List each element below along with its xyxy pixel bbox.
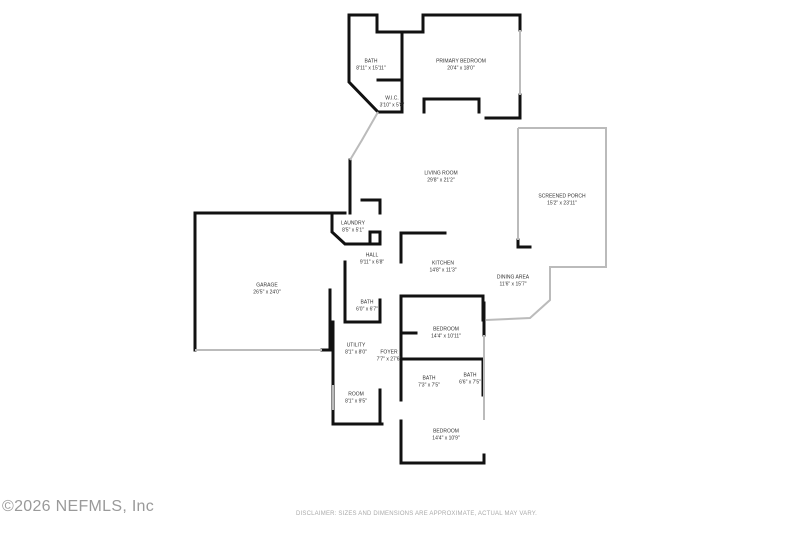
wall-primary-right (484, 93, 522, 120)
room-dims: 8'1" x 9'5" (345, 398, 367, 404)
wall-dining (516, 238, 532, 249)
room-dims: 14'8" x 11'3" (429, 267, 457, 273)
room-name: W.I.C. (385, 95, 399, 102)
wall-primary-suite (347, 13, 404, 114)
wall-wic (376, 78, 404, 114)
room-name: BATH (463, 372, 477, 379)
room-name: BATH (364, 58, 378, 65)
room-dims: 6'0" x 6'7" (356, 306, 378, 312)
room-dims: 9'11" x 6'8" (359, 259, 385, 265)
wall-closet (422, 97, 481, 114)
room-dims: 29'8" x 21'2" (427, 177, 455, 183)
wall-living-left2 (360, 198, 382, 215)
wall-primary-top (375, 13, 522, 34)
room-name: BATH (422, 375, 436, 382)
room-name: GARAGE (256, 282, 278, 289)
room-name: BATH (360, 299, 374, 306)
wall-garage (193, 211, 347, 352)
wall-laundry (330, 211, 382, 246)
room-dims: 11'6" x 15'7" (499, 281, 527, 287)
copyright-watermark: ©2026 NEFMLS, Inc (2, 498, 155, 515)
room-dims: 20'4" x 18'0" (447, 65, 475, 71)
room-dims: 6'6" x 7'5" (459, 379, 481, 385)
wall-garage-right (320, 288, 332, 352)
room-dims: 7'3" x 7'5" (418, 382, 440, 388)
wall-utility (331, 320, 384, 426)
room-name: HALL (365, 252, 379, 259)
wall-kitchen (399, 231, 447, 264)
wall-bedroom2 (399, 419, 486, 465)
room-name: DINING AREA (496, 274, 530, 281)
window-porch (485, 127, 607, 321)
room-label-wic: W.I.C.3'10" x 5'8" (380, 96, 405, 109)
wall-bedroom1 (399, 294, 418, 335)
room-dims: 8'1" x 8'0" (345, 349, 367, 355)
room-dims: 14'4" x 10'11" (431, 333, 461, 339)
wall-hall-bath (343, 260, 382, 324)
room-name: UTILITY (346, 342, 366, 349)
room-dims: 7'7" x 27'6" (376, 356, 402, 362)
wall-kitchen-bottom (399, 294, 485, 322)
room-name: FOYER (380, 349, 398, 356)
room-dims: 3'10" x 5'8" (379, 102, 405, 108)
room-dims: 15'2" x 23'11" (547, 200, 577, 206)
room-name: SCREENED PORCH (538, 193, 586, 200)
room-name: LIVING ROOM (424, 170, 458, 177)
room-dims: 26'5" x 24'0" (253, 289, 281, 295)
room-name: ROOM (348, 391, 364, 398)
room-name: BEDROOM (433, 428, 459, 435)
room-name: KITCHEN (432, 260, 454, 267)
room-name: BEDROOM (433, 326, 459, 333)
room-dims: 8'5" x 5'1" (342, 227, 364, 233)
room-dims: 14'4" x 10'9" (432, 435, 460, 441)
room-name: PRIMARY BEDROOM (436, 58, 486, 65)
room-dims: 8'11" x 15'11" (356, 65, 386, 71)
disclaimer: DISCLAIMER: SIZES AND DIMENSIONS ARE APP… (296, 511, 538, 517)
window-living-diag (349, 111, 379, 161)
room-name: LAUNDRY (341, 220, 365, 227)
